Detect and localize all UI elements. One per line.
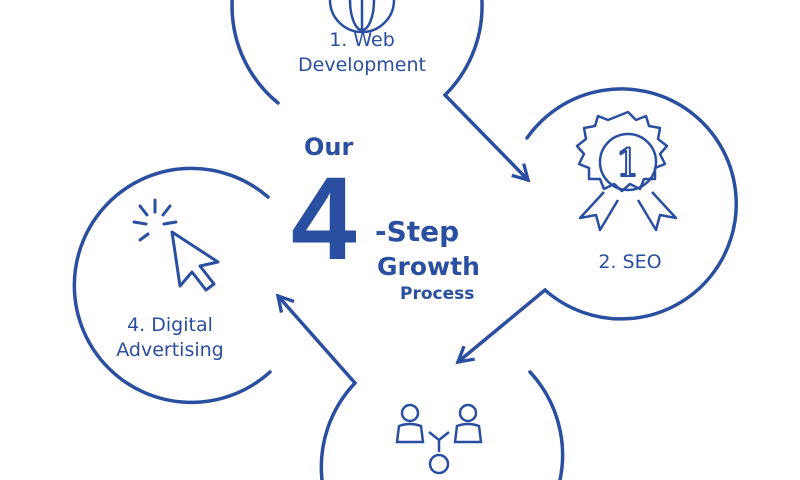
step1-label-line2: Development bbox=[298, 54, 426, 76]
title-growth: Growth bbox=[377, 252, 480, 281]
arrow-1-to-2 bbox=[443, 93, 531, 183]
title-step: -Step bbox=[375, 215, 460, 248]
step3-circle bbox=[319, 370, 565, 480]
step4-label-line1: 4. Digital bbox=[127, 314, 213, 336]
cursor-click-icon bbox=[132, 198, 220, 292]
globe-icon bbox=[328, 0, 396, 34]
step2-circle bbox=[525, 87, 738, 321]
step4-label-line2: Advertising bbox=[116, 339, 224, 361]
step1-label-line1: 1. Web bbox=[329, 29, 395, 51]
arrow-3-to-4 bbox=[275, 293, 357, 385]
step4-circle bbox=[72, 166, 272, 405]
team-network-icon bbox=[395, 403, 483, 475]
award-badge-number: 1 bbox=[616, 141, 640, 185]
title-number: 4 bbox=[291, 153, 357, 285]
award-ribbon-icon: 1 bbox=[575, 110, 678, 232]
arrow-2-to-3 bbox=[455, 288, 547, 365]
step1-circle bbox=[230, 0, 484, 105]
title-process: Process bbox=[400, 284, 475, 304]
title-our: Our bbox=[304, 133, 354, 161]
step2-label: 2. SEO bbox=[598, 251, 662, 273]
